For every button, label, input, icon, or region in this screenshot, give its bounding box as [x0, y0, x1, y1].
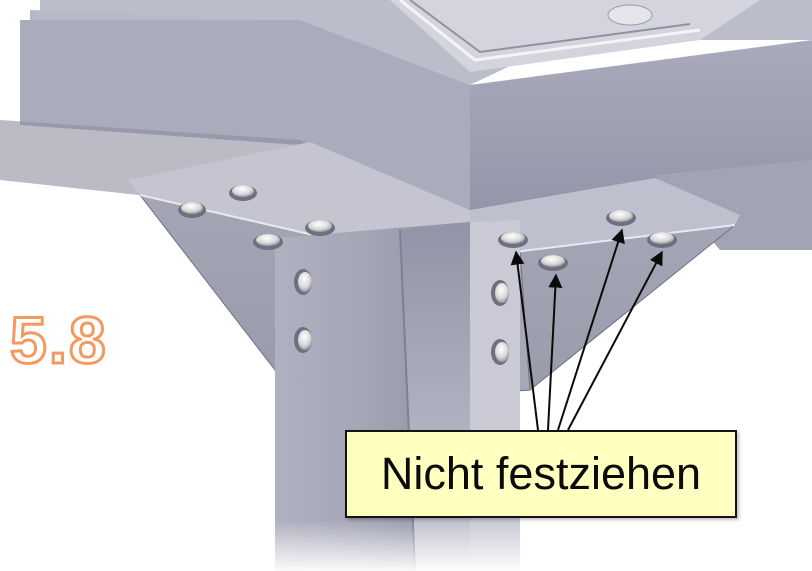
bolt-icon — [229, 185, 257, 201]
callout-arrows — [510, 228, 663, 431]
step-number-text: 5.8 — [10, 303, 108, 377]
arrow-icon — [567, 250, 663, 431]
bolt-icon — [606, 210, 636, 226]
bolt-icon — [538, 255, 568, 271]
arrow-icon — [510, 250, 539, 431]
bolt-icon — [491, 280, 509, 306]
table-leg — [275, 220, 520, 571]
callout-box: Nicht festziehen — [345, 430, 737, 518]
bolt-icon — [305, 220, 335, 236]
bolt-icon — [491, 339, 509, 365]
bolt-icon — [294, 269, 312, 295]
callout-text: Nicht festziehen — [380, 448, 702, 499]
bolt-icon — [498, 232, 528, 248]
arrow-icon — [547, 273, 563, 431]
step-number: 5.8 — [9, 302, 108, 379]
bolt-icon — [647, 232, 677, 248]
bolts — [178, 185, 677, 365]
arrow-icon — [557, 228, 625, 431]
bolt-icon — [253, 234, 283, 250]
bolt-icon — [178, 202, 206, 218]
bolt-icon — [294, 327, 312, 353]
